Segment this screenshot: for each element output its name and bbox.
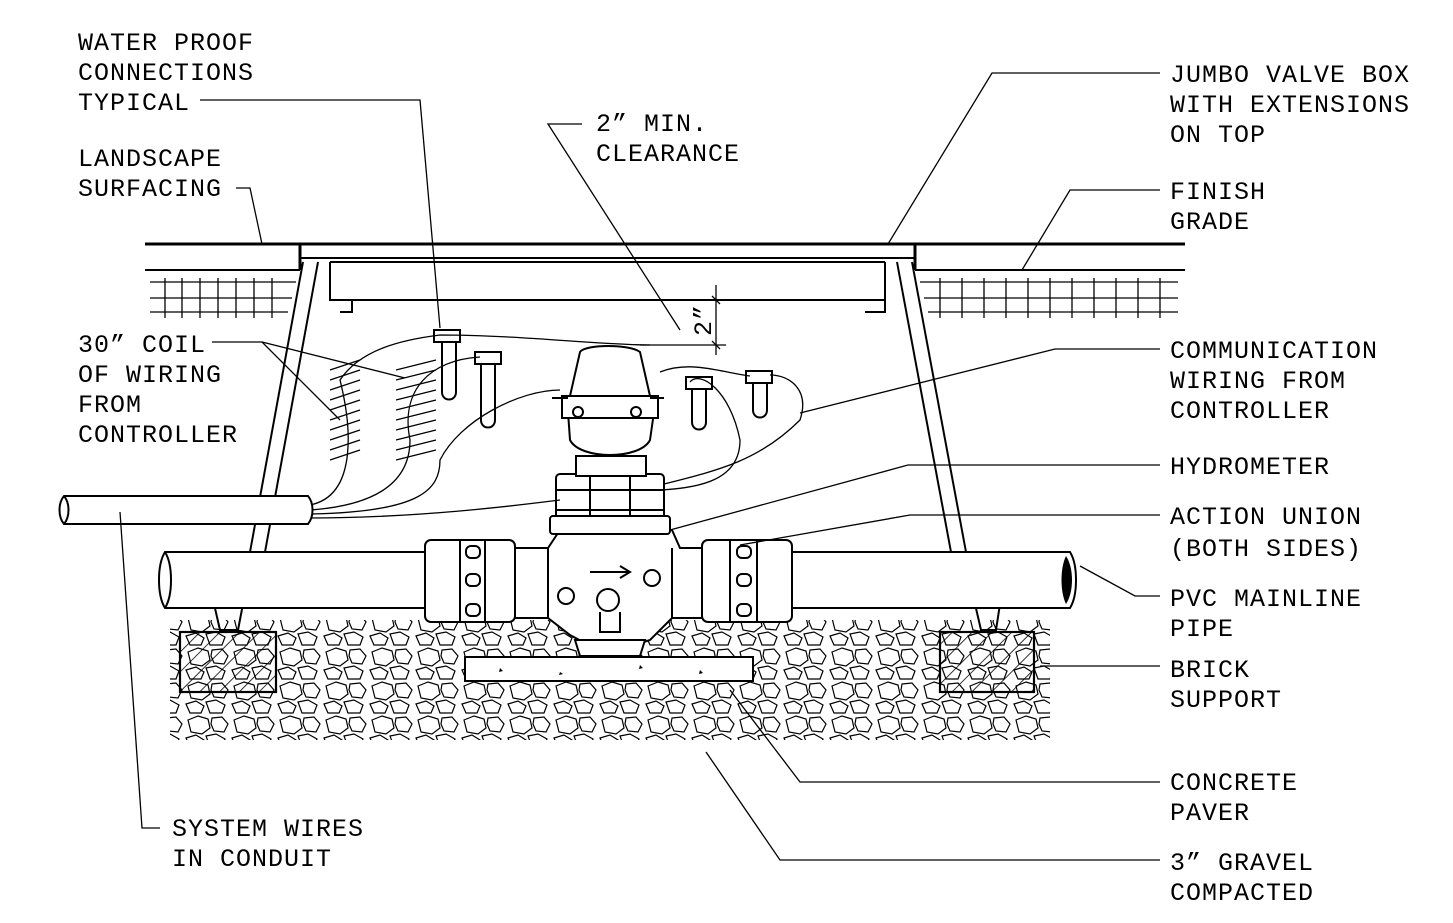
label-action-union: ACTION UNION (BOTH SIDES) (1170, 503, 1378, 564)
hydrometer (549, 345, 671, 535)
action-union-right (701, 539, 793, 623)
label-gravel: 3” GRAVEL COMPACTED (1170, 849, 1330, 908)
clearance-dimension (640, 285, 726, 355)
label-communication-wiring: COMMUNICATION WIRING FROM CONTROLLER (1170, 337, 1394, 426)
soil-pattern-right (920, 278, 1178, 318)
brick-support-left (178, 630, 278, 694)
valve-box (249, 244, 967, 553)
label-landscape-surfacing: LANDSCAPE SURFACING (78, 145, 238, 204)
soil-pattern-left (150, 278, 296, 318)
label-finish-grade: FINISH GRADE (1170, 178, 1282, 237)
action-union-left (424, 539, 516, 623)
pipe-clip-left (213, 603, 244, 631)
finish-grade (145, 242, 1185, 271)
label-hydrometer: HYDROMETER (1170, 453, 1330, 482)
leader-lines (119, 72, 1160, 861)
label-jumbo-valve-box: JUMBO VALVE BOX WITH EXTENSIONS ON TOP (1170, 61, 1426, 150)
wiring (309, 334, 804, 519)
valve-body (514, 529, 703, 657)
label-system-wires: SYSTEM WIRES IN CONDUIT (172, 815, 380, 874)
label-pvc-mainline: PVC MAINLINE PIPE (1170, 585, 1378, 644)
label-coil-of-wiring: 30” COIL OF WIRING FROM CONTROLLER (78, 331, 238, 450)
label-brick-support: BRICK SUPPORT (1170, 656, 1282, 715)
concrete-paver (464, 656, 754, 682)
label-water-proof: WATER PROOF CONNECTIONS TYPICAL (78, 29, 270, 118)
label-concrete-paver: CONCRETE PAVER (1170, 769, 1314, 828)
dimension-2in: 2” (690, 304, 719, 336)
conduit (58, 495, 314, 525)
label-min-clearance: 2” MIN. CLEARANCE (596, 110, 740, 169)
pipe-clip-right (974, 603, 1001, 631)
brick-support-right (938, 630, 1036, 694)
wiring-coil (329, 359, 437, 461)
